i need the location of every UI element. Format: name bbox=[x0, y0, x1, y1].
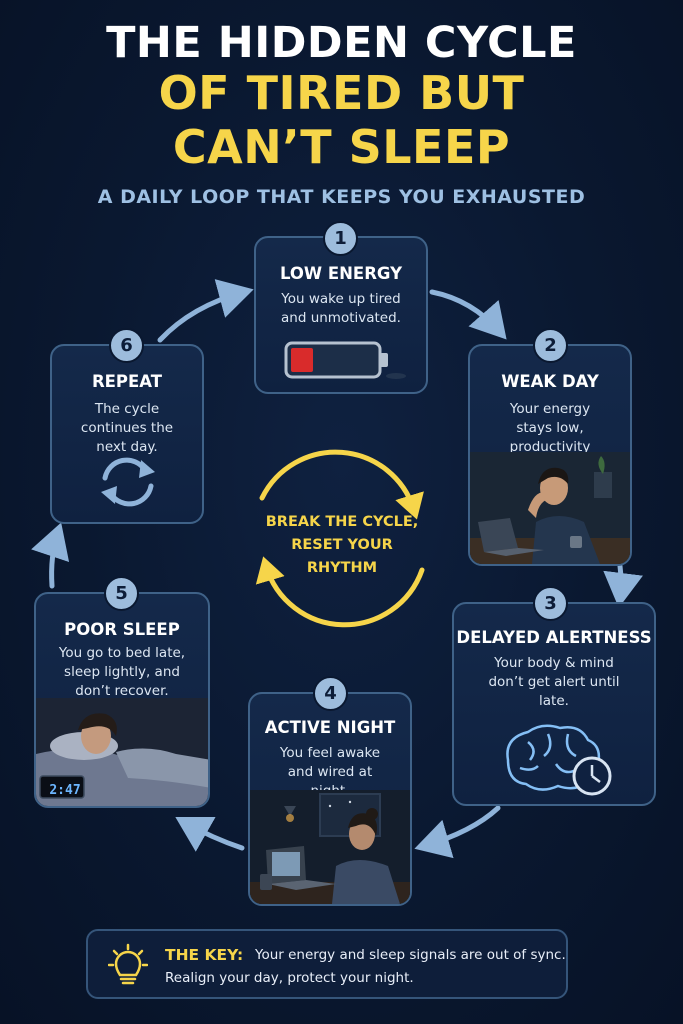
step-description: Your energy stays low, productivity drop… bbox=[509, 401, 591, 474]
arrow-1-to-2 bbox=[429, 289, 507, 340]
arrow-2-to-3 bbox=[603, 563, 643, 608]
center-line-2: RESET YOUR bbox=[291, 537, 393, 553]
center-message: BREAK THE CYCLE, RESET YOUR RHYTHM bbox=[262, 511, 422, 580]
step-title: WEAK DAY bbox=[501, 372, 599, 391]
step-card-delayed-alertness: DELAYED ALERTNESS Your body & mind don’t… bbox=[452, 602, 656, 806]
step-card-low-energy: LOW ENERGY You wake up tired and unmotiv… bbox=[254, 236, 428, 394]
title-line-2: OF TIRED BUT bbox=[158, 66, 525, 120]
step-description: You feel awake and wired at night. bbox=[279, 745, 381, 799]
step-title: DELAYED ALERTNESS bbox=[456, 628, 652, 647]
step-badge-4: 4 bbox=[313, 676, 348, 711]
key-line-2: Realign your day, protect your night. bbox=[165, 970, 414, 986]
center-arrow-bottom bbox=[255, 556, 425, 628]
center-arrow-top bbox=[259, 449, 424, 520]
step-badge-3: 3 bbox=[533, 586, 568, 621]
arrow-6-to-1 bbox=[157, 279, 254, 343]
center-line-3: RHYTHM bbox=[306, 560, 378, 576]
step-description: You go to bed late, sleep lightly, and d… bbox=[58, 645, 186, 699]
tired-worker-illustration bbox=[470, 452, 630, 564]
step-badge-5: 5 bbox=[104, 576, 139, 611]
step-title: LOW ENERGY bbox=[279, 264, 403, 283]
step-title: ACTIVE NIGHT bbox=[264, 718, 396, 737]
step-card-active-night: ACTIVE NIGHT You feel awake and wired at… bbox=[248, 692, 412, 906]
lightbulb-icon bbox=[108, 943, 148, 985]
key-message-box: THE KEY: Your energy and sleep signals a… bbox=[86, 929, 568, 999]
step-badge-6: 6 bbox=[109, 328, 144, 363]
key-line-1: Your energy and sleep signals are out of… bbox=[255, 947, 566, 963]
step-title: REPEAT bbox=[91, 372, 163, 391]
step-card-weak-day: WEAK DAY Your energy stays low, producti… bbox=[468, 344, 632, 566]
step-badge-1: 1 bbox=[323, 221, 358, 256]
step-description: Your body & mind don’t get alert until l… bbox=[488, 655, 620, 709]
arrow-4-to-5 bbox=[175, 817, 245, 852]
sleeping-person-illustration bbox=[36, 698, 208, 806]
step-badge-2: 2 bbox=[533, 328, 568, 363]
low-battery-icon bbox=[284, 341, 406, 379]
step-description: The cycle continues the next day. bbox=[80, 401, 174, 455]
step-description: You wake up tired and unmotivated. bbox=[281, 291, 401, 326]
subtitle: A DAILY LOOP THAT KEEPS YOU EXHAUSTED bbox=[97, 186, 586, 208]
night-laptop-illustration bbox=[250, 790, 410, 904]
title-line-3: CAN’T SLEEP bbox=[172, 120, 511, 174]
brain-clock-icon bbox=[506, 724, 612, 796]
step-card-poor-sleep: POOR SLEEP You go to bed late, sleep lig… bbox=[34, 592, 210, 808]
alarm-clock-reading: 2:47 bbox=[49, 783, 81, 798]
step-title: POOR SLEEP bbox=[64, 620, 180, 639]
key-label: THE KEY: bbox=[165, 946, 244, 964]
title-line-1: THE HIDDEN CYCLE bbox=[106, 18, 577, 68]
refresh-icon bbox=[101, 457, 155, 507]
step-card-repeat: REPEAT The cycle continues the next day. bbox=[50, 344, 204, 524]
arrow-5-to-6 bbox=[31, 522, 70, 589]
center-line-1: BREAK THE CYCLE, bbox=[265, 514, 419, 530]
arrow-3-to-4 bbox=[414, 805, 501, 859]
